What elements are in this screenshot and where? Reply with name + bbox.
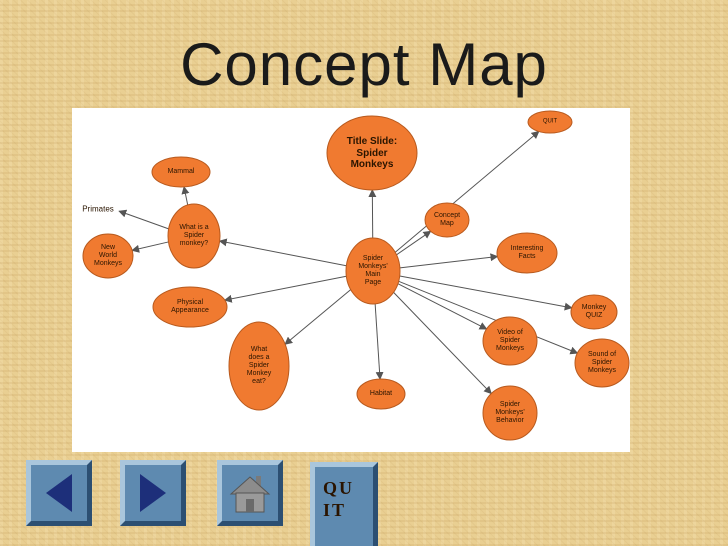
edge-main-page-to-interesting-facts bbox=[399, 253, 499, 269]
node-quit-node-shape bbox=[527, 110, 573, 134]
edge-main-page-to-monkey-quiz bbox=[399, 275, 573, 311]
node-habitat-label: Habitat bbox=[369, 389, 393, 397]
node-mammal-label: Mammal bbox=[167, 167, 195, 175]
node-primates-label: Primates bbox=[82, 204, 114, 214]
edge-what-is-to-new-world bbox=[131, 241, 169, 253]
edge-what-is-to-mammal bbox=[181, 185, 190, 206]
node-mammal-shape bbox=[151, 156, 211, 188]
edge-main-page-to-behavior bbox=[393, 291, 492, 395]
node-concept-map-label: Concept Map bbox=[433, 211, 461, 227]
node-sound-shape bbox=[574, 338, 630, 388]
quit-label: QU IT bbox=[323, 478, 354, 520]
node-interesting-facts-shape bbox=[496, 232, 558, 274]
node-what-eat-shape bbox=[228, 321, 290, 411]
house-icon bbox=[229, 476, 271, 513]
edge-main-page-to-habitat bbox=[374, 303, 384, 381]
node-video-label: Video of Spider Monkeys bbox=[495, 328, 525, 353]
edge-main-page-to-what-eat bbox=[284, 289, 352, 345]
forward-button[interactable] bbox=[120, 460, 186, 526]
node-interesting-facts-label: Interesting Facts bbox=[510, 244, 544, 260]
right-triangle-icon bbox=[140, 474, 166, 512]
node-main-page-label: Spider Monkeys' Main Page bbox=[358, 254, 388, 287]
edge-main-page-to-physical-appearance bbox=[223, 275, 347, 303]
quit-button[interactable]: QU IT bbox=[310, 462, 378, 546]
node-behavior-shape bbox=[482, 385, 538, 441]
node-monkey-quiz-shape bbox=[570, 294, 618, 330]
edge-main-page-to-concept-map bbox=[396, 230, 432, 256]
edge-main-page-to-video bbox=[397, 283, 488, 330]
concept-map-diagram bbox=[82, 110, 630, 441]
back-button[interactable] bbox=[26, 460, 92, 526]
node-title-slide-label: Title Slide: Spider Monkeys bbox=[346, 135, 398, 170]
node-what-is-label: What is a Spider monkey? bbox=[179, 223, 209, 248]
slide-title: Concept Map bbox=[180, 31, 548, 98]
home-button[interactable] bbox=[217, 460, 283, 526]
node-physical-appearance-label: Physical Appearance bbox=[171, 298, 209, 314]
edge-what-is-to-primates bbox=[118, 209, 169, 230]
node-sound-label: Sound of Spider Monkeys bbox=[587, 350, 617, 375]
node-physical-appearance-shape bbox=[152, 286, 228, 328]
node-what-is-shape bbox=[167, 203, 221, 269]
edge-main-page-to-what-is bbox=[218, 238, 347, 267]
node-what-eat-label: What does a Spider Monkey eat? bbox=[246, 345, 272, 386]
edge-main-page-to-sound bbox=[398, 280, 579, 355]
edge-main-page-to-quit-node bbox=[394, 130, 540, 253]
node-new-world-label: New World Monkeys bbox=[93, 243, 123, 268]
node-new-world-shape bbox=[82, 233, 134, 279]
left-triangle-icon bbox=[46, 474, 72, 512]
node-behavior-label: Spider Monkeys' Behavior bbox=[495, 400, 525, 425]
node-quit-node-label: QUIT bbox=[542, 118, 558, 125]
node-main-page-shape bbox=[345, 237, 401, 305]
node-habitat-shape bbox=[356, 378, 406, 410]
node-title-slide-shape bbox=[326, 115, 418, 191]
node-concept-map-shape bbox=[424, 202, 470, 238]
node-video-shape bbox=[482, 316, 538, 366]
node-monkey-quiz-label: Monkey QUIZ bbox=[581, 303, 607, 319]
